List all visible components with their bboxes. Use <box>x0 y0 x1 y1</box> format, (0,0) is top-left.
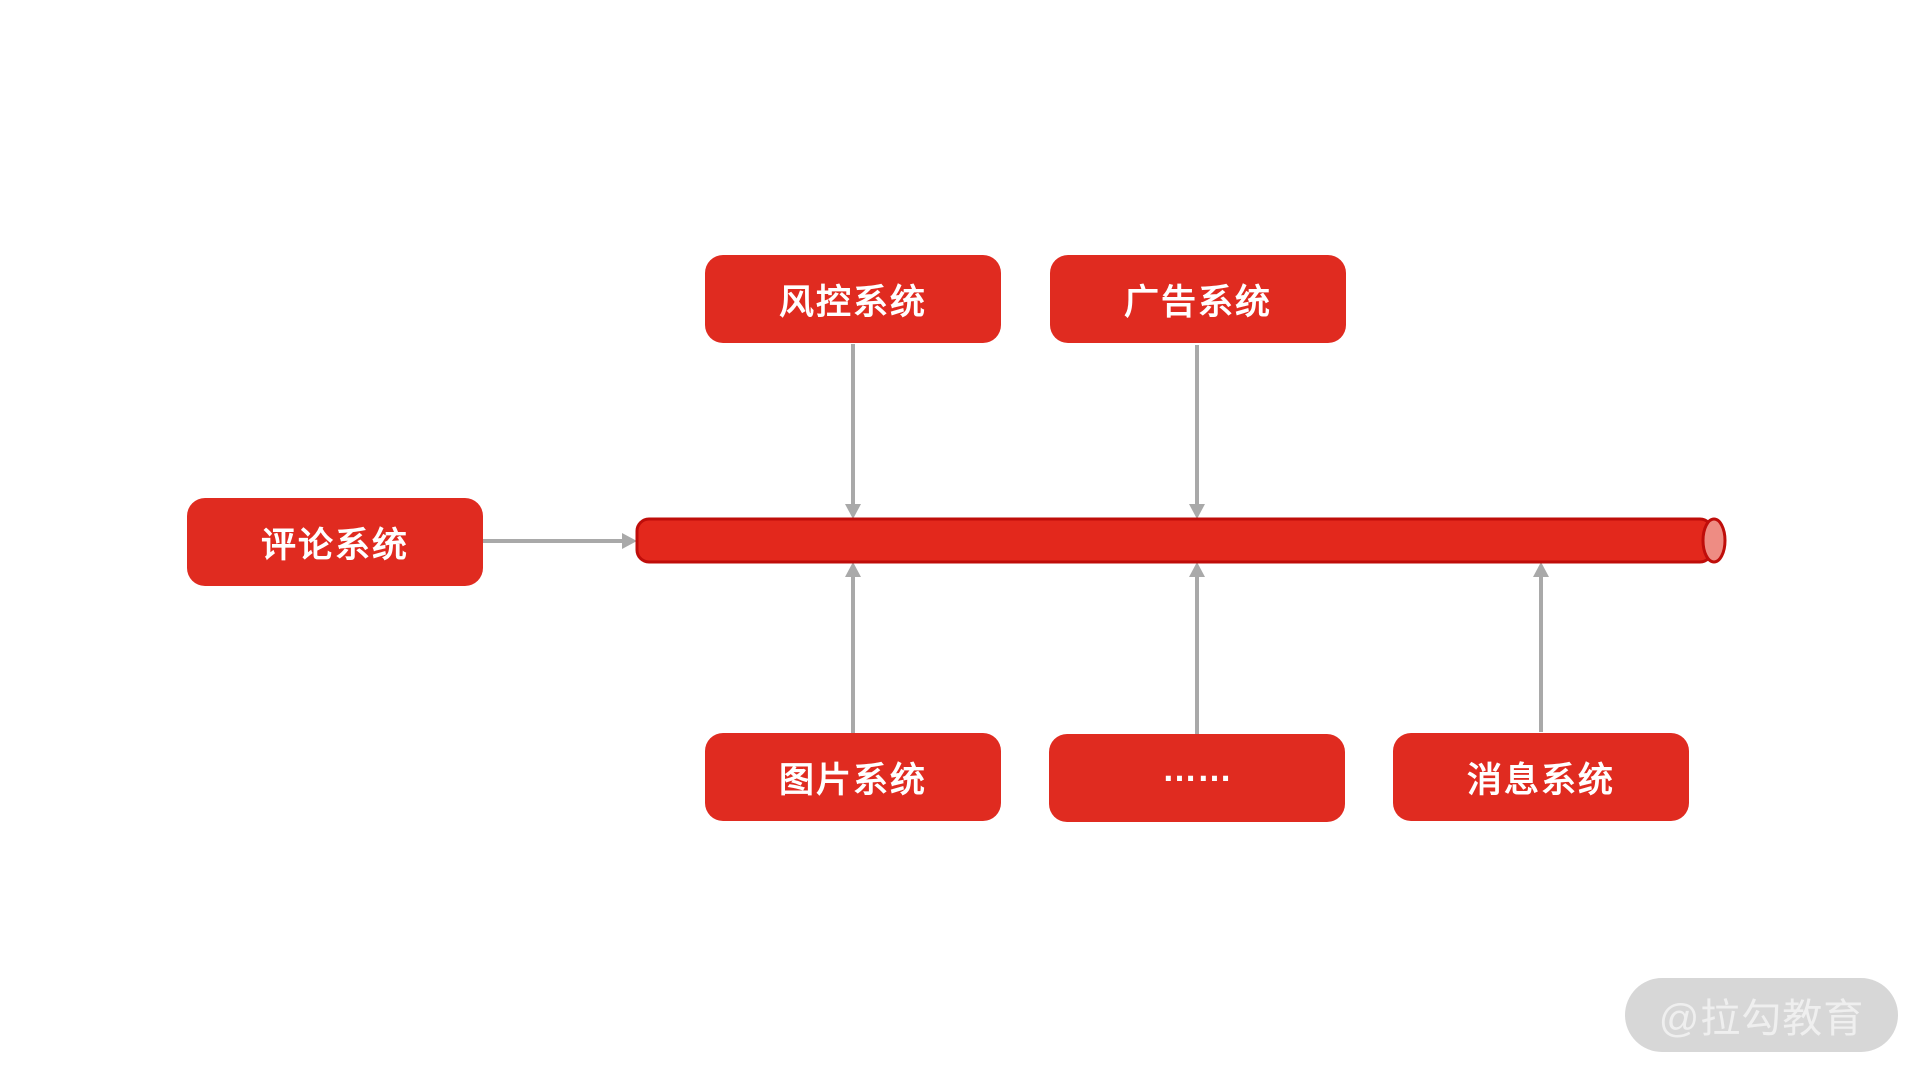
node-label: …… <box>1162 750 1232 789</box>
node-label: 图片系统 <box>778 760 927 800</box>
node-image-system: 图片系统 <box>705 733 1001 821</box>
node-label: 评论系统 <box>260 525 409 565</box>
arrow-comment-to-queue <box>483 533 637 549</box>
message-queue-pipe <box>635 517 1727 564</box>
node-message-system: 消息系统 <box>1393 733 1689 821</box>
watermark-label: @拉勾教育 <box>1658 997 1865 1041</box>
node-label: 风控系统 <box>778 282 927 322</box>
node-ad-system: 广告系统 <box>1050 255 1346 343</box>
arrow-message-to-queue <box>1533 562 1549 732</box>
node-other-systems-ellipsis: …… <box>1049 734 1345 822</box>
node-label: 消息系统 <box>1466 760 1615 800</box>
arrow-risk-control-to-queue <box>845 344 861 519</box>
arrow-image-to-queue <box>845 562 861 733</box>
pipe-end-cap <box>1701 517 1727 564</box>
arrow-ellipsis-to-queue <box>1189 562 1205 735</box>
node-risk-control-system: 风控系统 <box>705 255 1001 343</box>
arrow-ad-to-queue <box>1189 345 1205 519</box>
node-comment-system: 评论系统 <box>187 498 483 586</box>
node-label: 广告系统 <box>1123 282 1272 322</box>
watermark-badge: @拉勾教育 <box>1625 978 1898 1052</box>
